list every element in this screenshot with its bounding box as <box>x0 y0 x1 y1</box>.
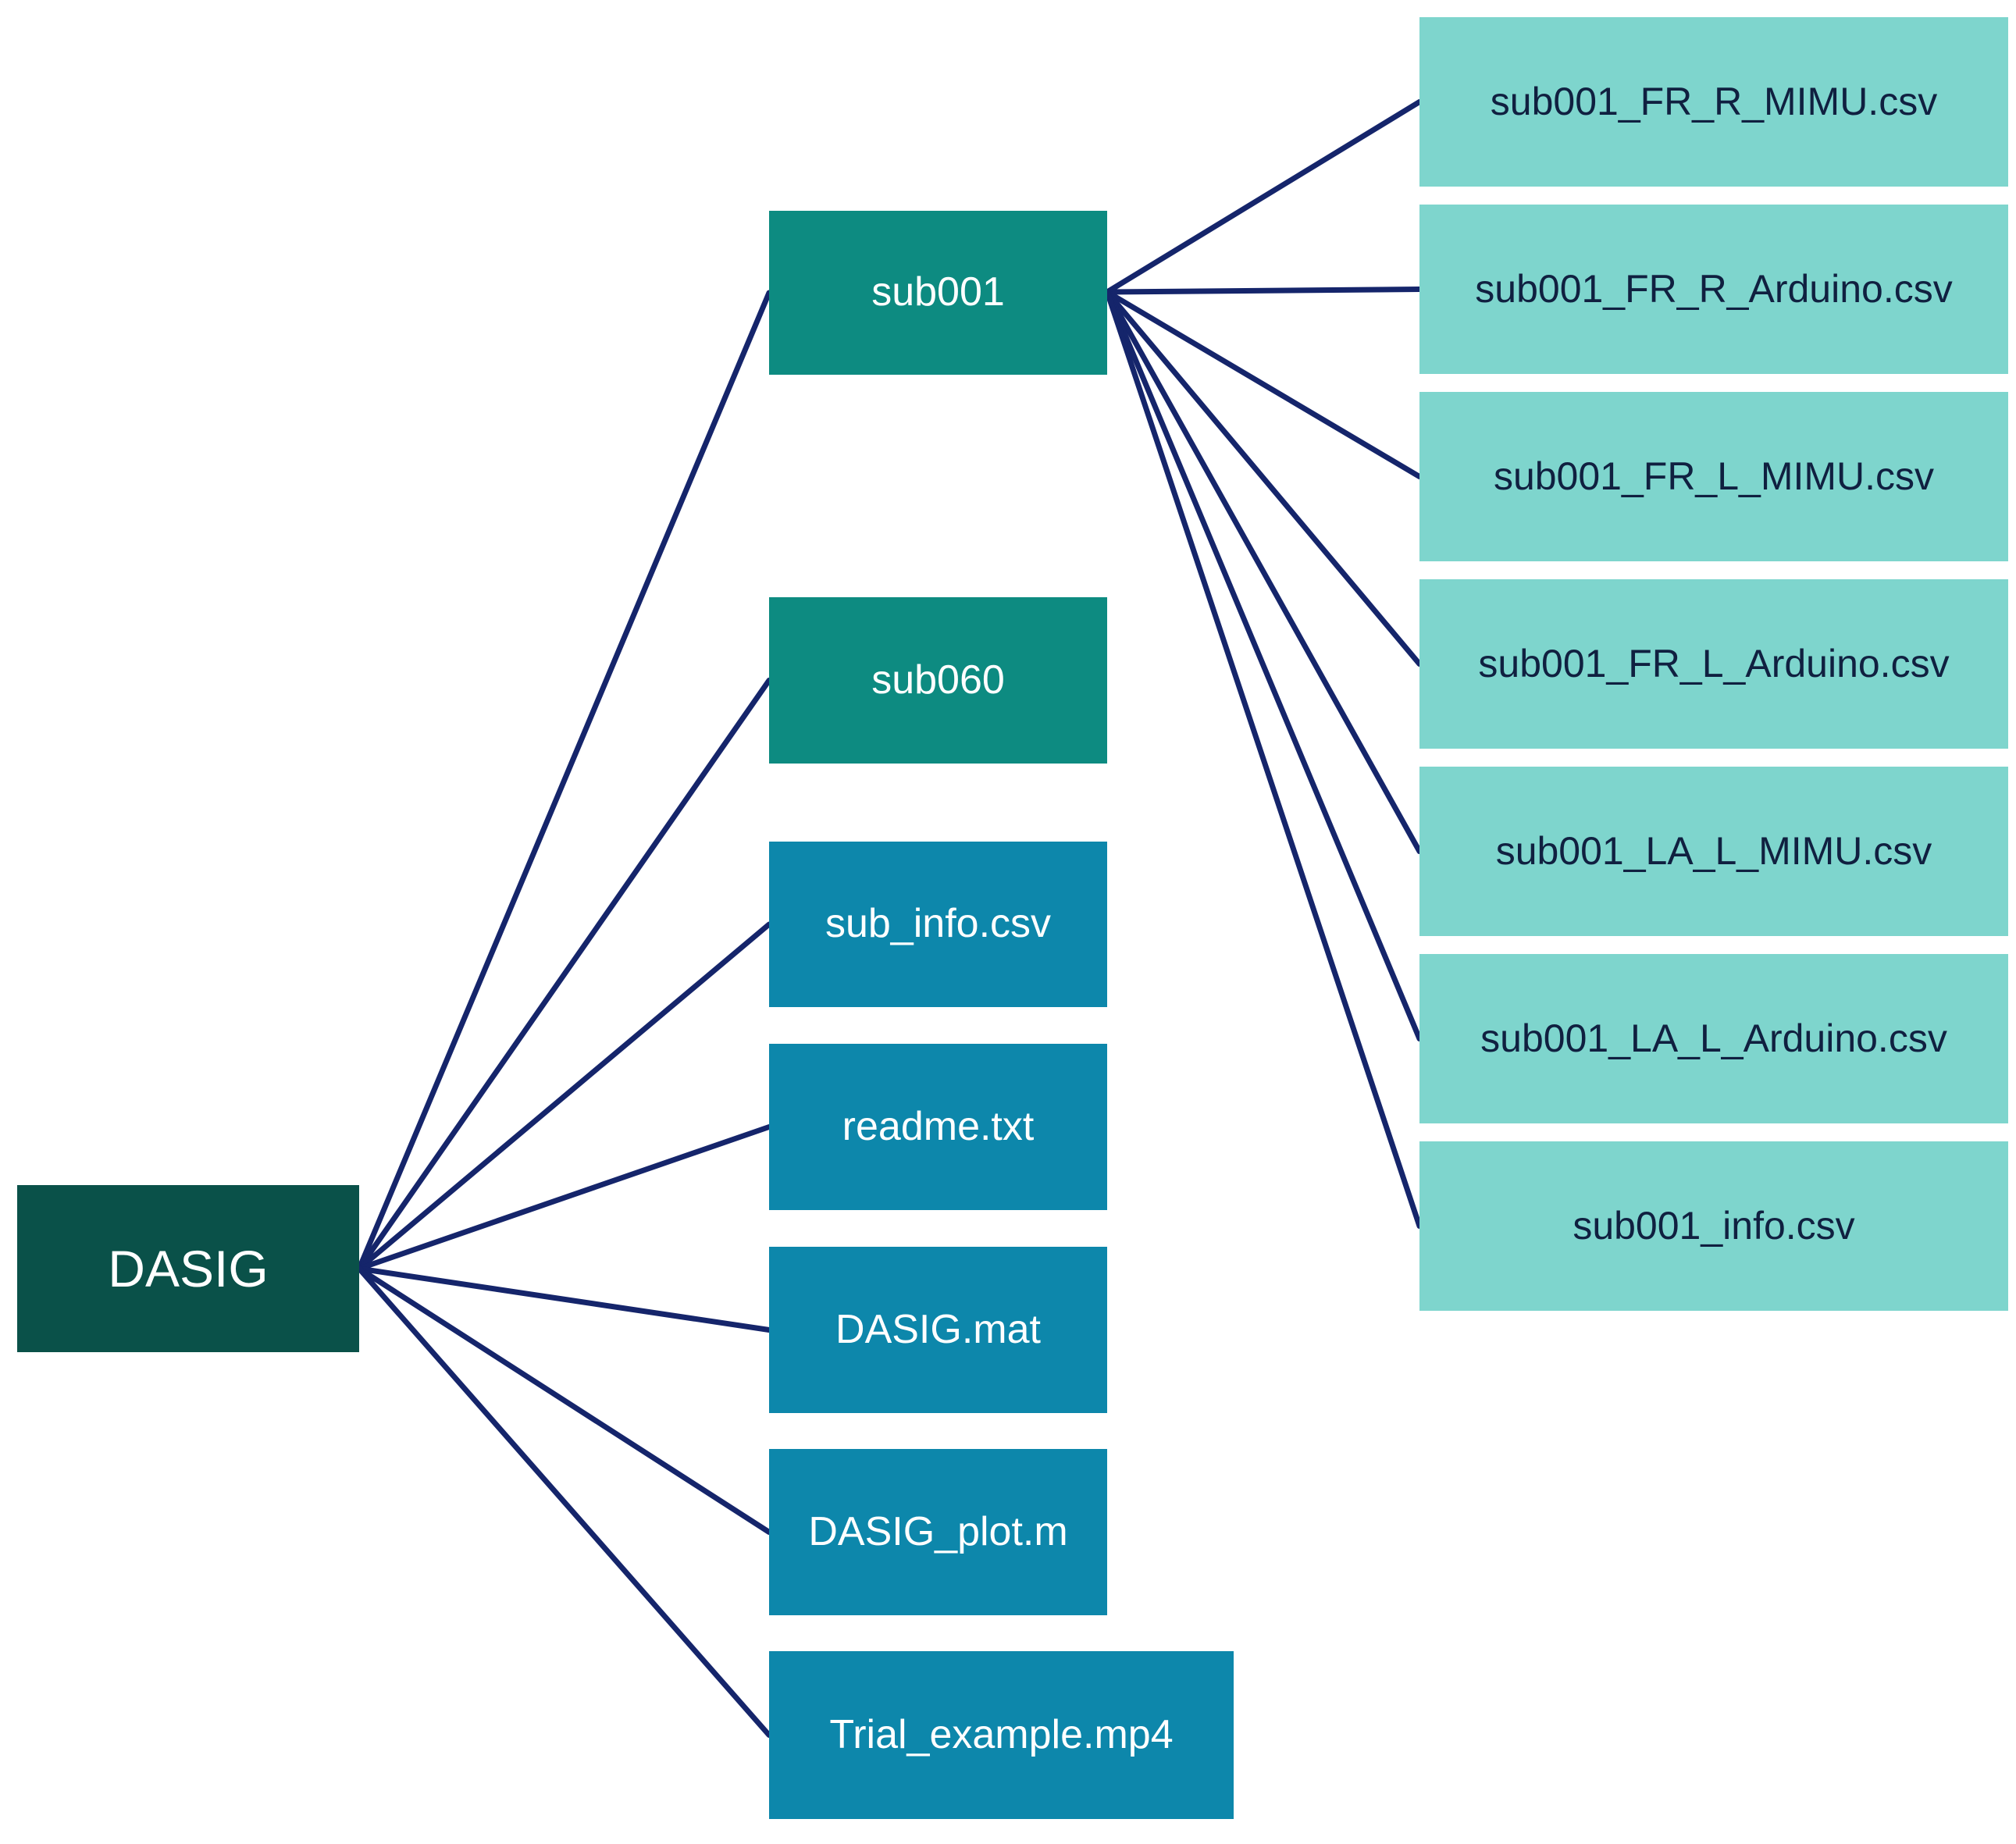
node-sub001[interactable]: sub001 <box>769 211 1107 375</box>
node-dasig-mat[interactable]: DASIG.mat <box>769 1247 1107 1413</box>
node-label: sub001 <box>871 269 1005 315</box>
edge-dasig-to-sub-info-csv <box>356 921 772 1272</box>
node-sub001-fr-l-arduino-csv[interactable]: sub001_FR_L_Arduino.csv <box>1419 579 2008 749</box>
edge-dasig-to-readme-txt <box>356 1124 772 1272</box>
node-label: readme.txt <box>842 1103 1035 1149</box>
node-label: DASIG.mat <box>835 1306 1041 1352</box>
node-label: sub001_LA_L_Arduino.csv <box>1480 1016 1947 1060</box>
node-label: sub001_FR_R_MIMU.csv <box>1490 80 1938 123</box>
node-dasig-root[interactable]: DASIG <box>17 1185 359 1352</box>
edge-sub001-to-sub001-la-l-arduino-csv <box>1104 289 1423 1041</box>
edge-sub001-to-sub001-la-l-mimu-csv <box>1104 289 1423 854</box>
node-label: sub001_FR_L_MIMU.csv <box>1493 454 1935 498</box>
edge-dasig-to-trial-example-mp4 <box>356 1266 772 1738</box>
node-label: sub001_LA_L_MIMU.csv <box>1495 829 1932 873</box>
node-sub001-fr-r-mimu-csv[interactable]: sub001_FR_R_MIMU.csv <box>1419 17 2008 187</box>
edge-dasig-to-sub001 <box>356 290 772 1272</box>
edge-sub001-to-sub001-info-csv <box>1104 289 1423 1229</box>
edge-sub001-to-sub001-fr-r-mimu-csv <box>1104 99 1423 295</box>
edge-dasig-to-dasig-mat <box>356 1266 772 1333</box>
node-sub001-fr-l-mimu-csv[interactable]: sub001_FR_L_MIMU.csv <box>1419 392 2008 561</box>
node-sub060[interactable]: sub060 <box>769 597 1107 764</box>
node-label: sub060 <box>871 657 1005 703</box>
node-label: sub001_FR_L_Arduino.csv <box>1478 642 1950 685</box>
edge-sub001-to-sub001-fr-l-mimu-csv <box>1104 289 1423 479</box>
edge-sub001-to-sub001-fr-r-arduino-csv <box>1104 287 1423 295</box>
node-label: sub001_FR_R_Arduino.csv <box>1475 267 1953 311</box>
node-sub001-la-l-arduino-csv[interactable]: sub001_LA_L_Arduino.csv <box>1419 954 2008 1123</box>
node-sub001-fr-r-arduino-csv[interactable]: sub001_FR_R_Arduino.csv <box>1419 205 2008 374</box>
node-dasig-plot-m[interactable]: DASIG_plot.m <box>769 1449 1107 1615</box>
node-readme-txt[interactable]: readme.txt <box>769 1044 1107 1210</box>
node-label: DASIG <box>108 1239 269 1298</box>
node-label: DASIG_plot.m <box>808 1508 1068 1554</box>
edge-dasig-to-dasig-plot-m <box>356 1266 772 1535</box>
node-sub001-la-l-mimu-csv[interactable]: sub001_LA_L_MIMU.csv <box>1419 767 2008 936</box>
node-label: sub001_info.csv <box>1573 1204 1855 1248</box>
node-sub001-info-csv[interactable]: sub001_info.csv <box>1419 1141 2008 1311</box>
edge-sub001-to-sub001-fr-l-arduino-csv <box>1104 289 1423 667</box>
node-trial-example-mp4[interactable]: Trial_example.mp4 <box>769 1651 1234 1819</box>
node-label: Trial_example.mp4 <box>829 1711 1174 1757</box>
node-sub-info-csv[interactable]: sub_info.csv <box>769 842 1107 1007</box>
edge-dasig-to-sub060 <box>356 678 772 1272</box>
node-label: sub_info.csv <box>825 901 1052 947</box>
